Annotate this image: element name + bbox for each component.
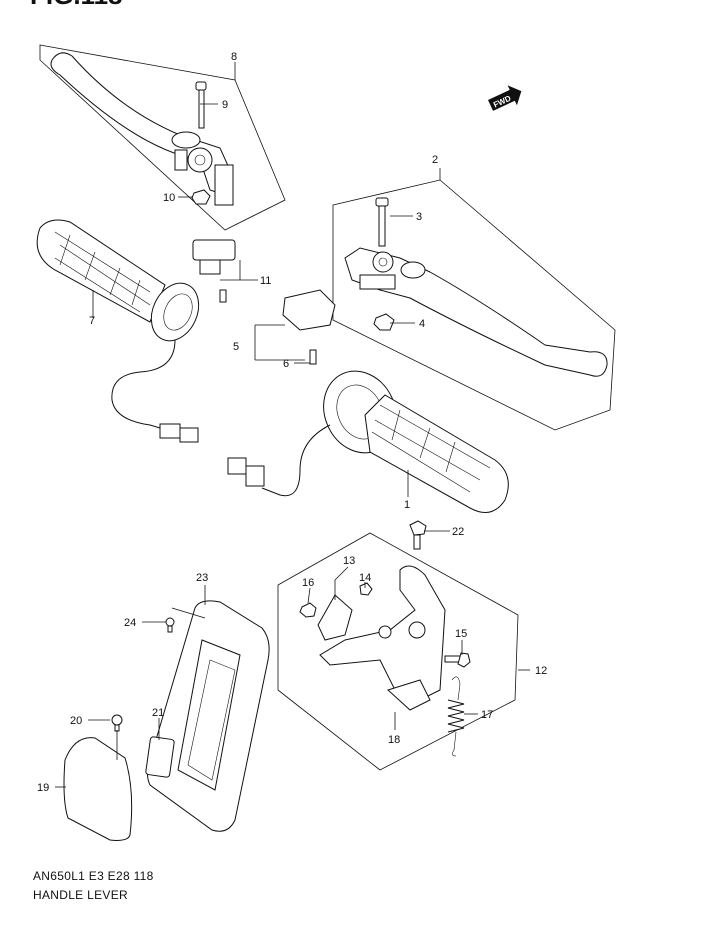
group-box-8 <box>39 44 286 231</box>
bolt-9 <box>195 81 207 129</box>
callout-5: 5 <box>233 341 239 353</box>
callout-6: 6 <box>283 358 289 370</box>
clutch-lever <box>50 52 234 206</box>
callout-24: 24 <box>124 617 136 629</box>
callout-4: 4 <box>419 318 425 330</box>
callout-21: 21 <box>152 707 164 719</box>
callout-labels: 8 9 10 11 5 6 7 2 3 4 1 22 23 13 14 16 1… <box>37 51 547 794</box>
leader-lines <box>55 103 478 788</box>
nut-4 <box>373 313 395 331</box>
bolt-3 <box>375 197 389 247</box>
callout-2: 2 <box>432 154 438 166</box>
cover-23 <box>147 600 270 832</box>
screw-24 <box>165 617 175 633</box>
figure-title: FIG.118 <box>30 0 123 10</box>
callout-22: 22 <box>452 526 464 538</box>
screw-20 <box>111 714 123 732</box>
left-handle-grip <box>36 219 200 342</box>
callout-3: 3 <box>416 211 422 223</box>
callout-11: 11 <box>260 275 271 287</box>
spring-17 <box>447 676 465 757</box>
callout-19: 19 <box>37 782 49 794</box>
callout-1: 1 <box>404 499 410 511</box>
callout-9: 9 <box>222 99 228 111</box>
callout-18: 18 <box>388 734 400 746</box>
nut-16 <box>299 602 317 618</box>
bolt-14 <box>359 582 373 596</box>
connector-right <box>227 457 265 487</box>
callout-8: 8 <box>231 51 237 63</box>
panel-19 <box>63 737 133 841</box>
callout-12: 12 <box>535 665 547 677</box>
callout-7: 7 <box>89 315 95 327</box>
bolt-15 <box>444 652 471 668</box>
switch-5 <box>282 289 336 365</box>
right-handle-grip <box>323 370 509 513</box>
nut-10 <box>191 189 211 205</box>
fwd-arrow-icon: FWD <box>488 85 522 111</box>
callout-13: 13 <box>343 555 355 567</box>
pad-21 <box>145 736 175 778</box>
callout-16: 16 <box>302 577 314 589</box>
model-code: AN650L1 E3 E28 118 <box>33 869 154 883</box>
callout-14: 14 <box>359 572 371 584</box>
group-box-12 <box>277 532 519 771</box>
brake-lever <box>344 247 608 377</box>
callout-15: 15 <box>455 628 467 640</box>
connector-left <box>159 423 199 443</box>
callout-20: 20 <box>70 715 82 727</box>
fwd-label: FWD <box>492 94 513 110</box>
callout-23: 23 <box>196 572 208 584</box>
bolt-22 <box>409 520 427 550</box>
callout-10: 10 <box>163 192 175 204</box>
parking-lever-assy <box>317 565 446 711</box>
lever-switch-11 <box>192 239 236 303</box>
callout-17: 17 <box>481 709 493 721</box>
section-title: HANDLE LEVER <box>33 888 128 902</box>
